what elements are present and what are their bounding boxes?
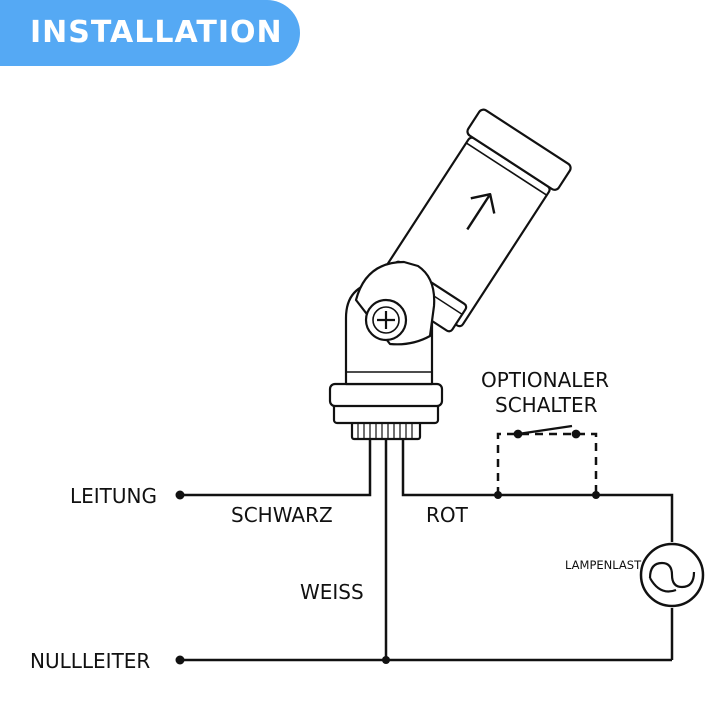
junction-white-dot: [382, 656, 390, 664]
terminal-line-dot: [175, 490, 185, 500]
wire-black: [180, 440, 372, 497]
banner-title: INSTALLATION: [30, 15, 283, 50]
label-white-wire: WEISS: [300, 580, 364, 604]
wire-red: [401, 440, 674, 542]
label-neutral-terminal: NULLLEITER: [30, 649, 150, 673]
hex-nut: [328, 382, 444, 425]
junction-dots: [175, 490, 600, 665]
wiring: [180, 432, 674, 662]
label-optional-switch-line2: SCHALTER: [495, 393, 598, 417]
title-banner: INSTALLATION: [0, 0, 300, 66]
label-red-wire: ROT: [426, 503, 469, 527]
optional-switch-dashed: [496, 432, 598, 495]
label-black-wire: SCHWARZ: [231, 503, 333, 527]
label-line-terminal: LEITUNG: [70, 484, 157, 508]
arrow-up-right-icon: [466, 192, 496, 231]
label-optional-switch-line1: OPTIONALER: [481, 368, 609, 392]
photocell-sensor-drawing: [328, 108, 572, 441]
screw-head-icon: [364, 298, 408, 342]
switch-contacts: [513, 424, 581, 439]
label-lamp-load: LAMPENLAST: [565, 558, 642, 572]
junction-switch-right-dot: [592, 491, 600, 499]
terminal-neutral-dot: [175, 655, 185, 665]
lamp-symbol-icon: [639, 542, 705, 608]
junction-switch-left-dot: [494, 491, 502, 499]
